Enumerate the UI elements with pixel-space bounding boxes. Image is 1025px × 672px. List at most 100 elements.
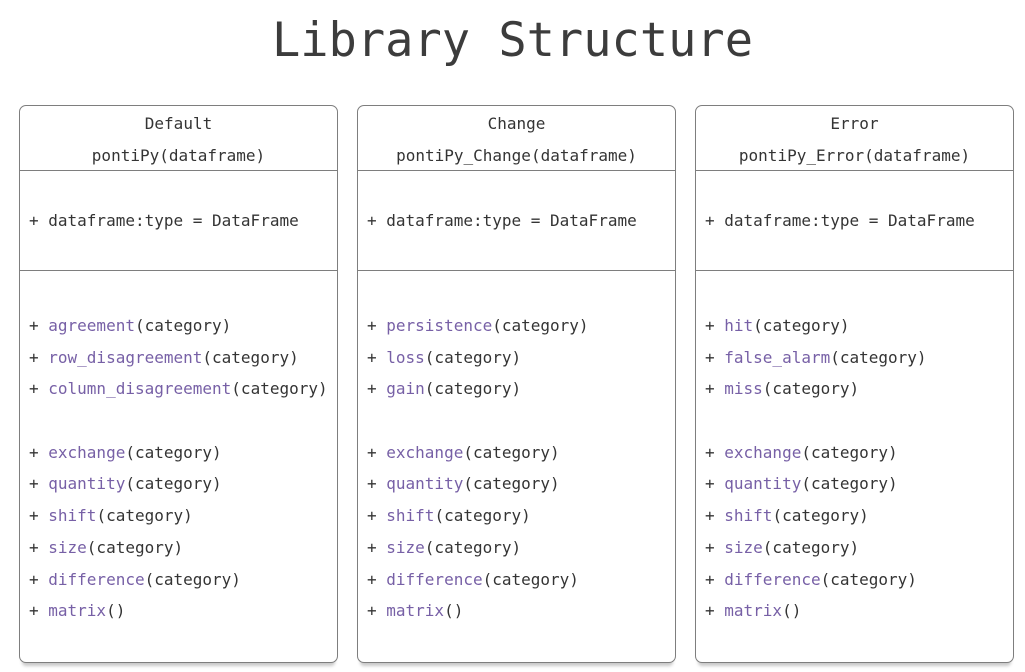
method-name: quantity	[48, 474, 126, 494]
attribute-row: + dataframe:type = DataFrame	[29, 211, 299, 230]
method-params: ()	[782, 601, 802, 621]
method-params: (category)	[125, 474, 222, 494]
method-row: + shift(category)	[29, 500, 337, 532]
method-name: difference	[724, 569, 821, 589]
method-name: size	[724, 537, 763, 557]
class-box-error: Error pontiPy_Error(dataframe) + datafra…	[695, 105, 1014, 663]
method-params: (category)	[202, 347, 299, 367]
method-name: false_alarm	[724, 347, 831, 367]
class-signature: pontiPy_Error(dataframe)	[738, 146, 971, 165]
method-params: (category)	[762, 379, 860, 399]
class-header: Error pontiPy_Error(dataframe)	[696, 106, 1013, 171]
method-params: (category)	[762, 537, 860, 557]
method-name: agreement	[48, 316, 135, 335]
method-name: matrix	[48, 601, 107, 621]
method-visibility: +	[705, 506, 725, 526]
method-row: + difference(category)	[29, 564, 337, 596]
method-visibility: +	[367, 316, 387, 335]
method-row: + matrix()	[367, 595, 675, 627]
method-visibility: +	[367, 442, 387, 462]
method-row: + matrix()	[29, 595, 337, 627]
method-row: + row_disagreement(category)	[29, 342, 337, 374]
method-params: (category)	[820, 569, 917, 589]
class-attributes: + dataframe:type = DataFrame	[20, 171, 337, 271]
method-row: + agreement(category)	[29, 310, 337, 342]
method-name: loss	[386, 347, 425, 367]
method-row: + quantity(category)	[705, 468, 1013, 500]
method-params: ()	[106, 601, 126, 621]
class-methods: + agreement(category)+ row_disagreement(…	[20, 271, 337, 662]
method-visibility: +	[367, 537, 387, 557]
method-visibility: +	[29, 506, 49, 526]
method-row: + column_disagreement(category)	[29, 373, 337, 405]
method-params: (category)	[96, 506, 193, 526]
method-visibility: +	[705, 316, 725, 335]
method-name: exchange	[724, 442, 802, 462]
class-name: Change	[487, 114, 546, 133]
class-signature: pontiPy_Change(dataframe)	[396, 146, 637, 165]
method-visibility: +	[367, 506, 387, 526]
method-visibility: +	[705, 474, 725, 494]
method-visibility: +	[367, 474, 387, 494]
class-name: Error	[830, 114, 879, 133]
method-name: shift	[48, 506, 97, 526]
method-row: + gain(category)	[367, 373, 675, 405]
class-header: Change pontiPy_Change(dataframe)	[358, 106, 675, 171]
method-row: + size(category)	[29, 532, 337, 564]
method-name: matrix	[724, 601, 783, 621]
class-name: Default	[144, 114, 213, 133]
method-visibility: +	[29, 537, 49, 557]
method-row: + difference(category)	[705, 564, 1013, 596]
class-signature: pontiPy(dataframe)	[91, 146, 266, 165]
class-diagram: Default pontiPy(dataframe) + dataframe:t…	[19, 105, 1014, 663]
method-visibility: +	[705, 442, 725, 462]
method-params: (category)	[424, 379, 522, 399]
method-name: shift	[386, 506, 435, 526]
method-params: (category)	[134, 316, 232, 335]
method-row: + difference(category)	[367, 564, 675, 596]
method-params: (category)	[231, 379, 328, 399]
method-name: difference	[48, 569, 145, 589]
method-params: (category)	[801, 442, 898, 462]
class-attributes: + dataframe:type = DataFrame	[696, 171, 1013, 271]
method-name: exchange	[48, 442, 126, 462]
method-params: (category)	[424, 347, 522, 367]
method-row: + miss(category)	[705, 373, 1013, 405]
method-visibility: +	[29, 347, 49, 367]
method-params: (category)	[753, 316, 850, 335]
method-group-spacer	[29, 405, 337, 437]
method-row: + loss(category)	[367, 342, 675, 374]
method-visibility: +	[29, 569, 49, 589]
class-methods: + persistence(category)+ loss(category)+…	[358, 271, 675, 662]
method-name: matrix	[386, 601, 445, 621]
method-visibility: +	[705, 347, 725, 367]
method-name: quantity	[724, 474, 802, 494]
method-params: (category)	[86, 537, 184, 557]
method-visibility: +	[705, 379, 725, 399]
method-visibility: +	[29, 442, 49, 462]
method-row: + shift(category)	[367, 500, 675, 532]
attribute-row: + dataframe:type = DataFrame	[367, 211, 637, 230]
class-header: Default pontiPy(dataframe)	[20, 106, 337, 171]
method-params: (category)	[463, 442, 560, 462]
method-params: ()	[444, 601, 464, 621]
method-name: exchange	[386, 442, 464, 462]
class-box-default: Default pontiPy(dataframe) + dataframe:t…	[19, 105, 338, 663]
method-params: (category)	[144, 569, 241, 589]
method-row: + quantity(category)	[29, 468, 337, 500]
diagram-title: Library Structure	[271, 13, 754, 68]
method-params: (category)	[830, 347, 927, 367]
method-group-spacer	[367, 405, 675, 437]
method-group-spacer	[705, 405, 1013, 437]
method-name: hit	[724, 316, 754, 335]
method-row: + false_alarm(category)	[705, 342, 1013, 374]
method-params: (category)	[482, 569, 579, 589]
method-params: (category)	[772, 506, 869, 526]
method-visibility: +	[29, 601, 49, 621]
method-visibility: +	[29, 474, 49, 494]
method-visibility: +	[29, 316, 49, 335]
method-name: miss	[724, 379, 763, 399]
method-visibility: +	[367, 379, 387, 399]
method-params: (category)	[424, 537, 522, 557]
method-visibility: +	[367, 347, 387, 367]
